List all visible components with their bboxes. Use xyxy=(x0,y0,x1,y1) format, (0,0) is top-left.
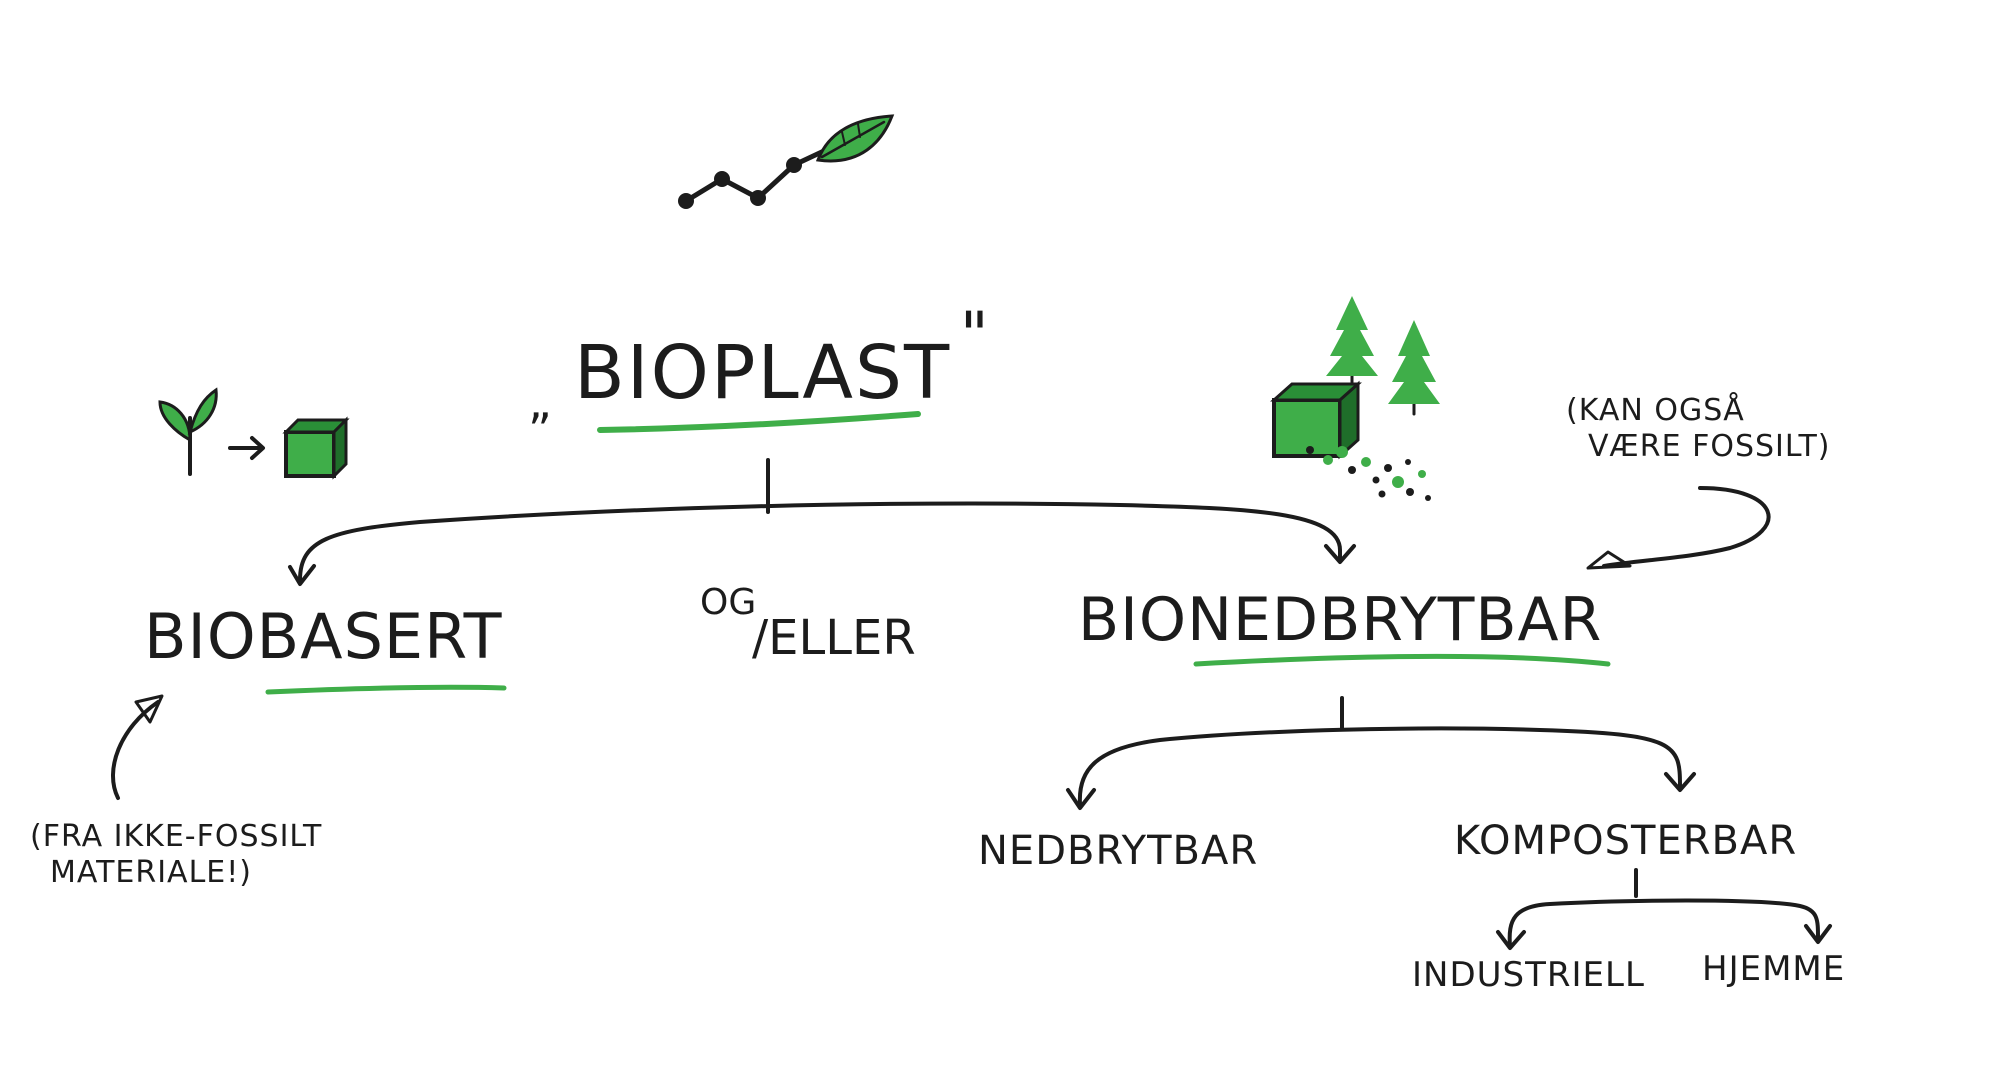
biobasert-underline xyxy=(265,684,507,695)
child-node-komposterbar: KOMPOSTERBAR xyxy=(1454,818,1797,864)
left-note-line1: (FRA IKKE-FOSSILT xyxy=(30,819,322,854)
left-note-line2: MATERIALE!) xyxy=(50,855,252,890)
child-node-nedbrytbar: NEDBRYTBAR xyxy=(978,828,1258,874)
biobasert-label: BIOBASERT xyxy=(144,600,503,673)
root-title: BIOPLAST xyxy=(574,330,951,416)
right-note-arrow xyxy=(1602,486,1771,568)
bionedbrytbar-underline xyxy=(1193,653,1611,667)
main-connector xyxy=(288,458,1356,586)
right-note-line1: (KAN OGSÅ xyxy=(1566,392,1745,428)
molecule-chain-with-leaf-icon xyxy=(678,114,895,209)
right-note-line2: VÆRE FOSSILT) xyxy=(1588,429,1831,464)
komposterbar-connector xyxy=(1496,868,1832,950)
left-node: BIOBASERT xyxy=(144,600,507,695)
root-open-quote: „ xyxy=(528,375,552,429)
bionedbrytbar-connector xyxy=(1066,696,1696,810)
komposterbar-label: KOMPOSTERBAR xyxy=(1454,818,1797,864)
bionedbrytbar-label: BIONEDBRYTBAR xyxy=(1078,585,1602,655)
child-node-hjemme: HJEMME xyxy=(1702,949,1845,989)
right-node: BIONEDBRYTBAR xyxy=(1078,585,1611,667)
trees-and-decomposing-cube-icon xyxy=(1270,296,1440,501)
hjemme-label: HJEMME xyxy=(1702,949,1845,989)
root-node: „ BIOPLAST " xyxy=(528,298,989,433)
left-note-arrow xyxy=(111,700,160,800)
nedbrytbar-label: NEDBRYTBAR xyxy=(978,828,1258,874)
og-text: OG xyxy=(700,582,756,623)
slash-eller-text: /ELLER xyxy=(752,610,916,666)
sprout-arrow-cube-icon xyxy=(158,387,350,480)
industriell-label: INDUSTRIELL xyxy=(1412,955,1645,995)
og-eller-label: OG /ELLER xyxy=(700,582,916,666)
root-close-quote: " xyxy=(960,298,989,371)
left-note: (FRA IKKE-FOSSILT MATERIALE!) xyxy=(30,694,322,890)
child-node-industriell: INDUSTRIELL xyxy=(1412,955,1645,995)
right-note: (KAN OGSÅ VÆRE FOSSILT) xyxy=(1566,392,1831,570)
root-underline xyxy=(597,411,921,433)
